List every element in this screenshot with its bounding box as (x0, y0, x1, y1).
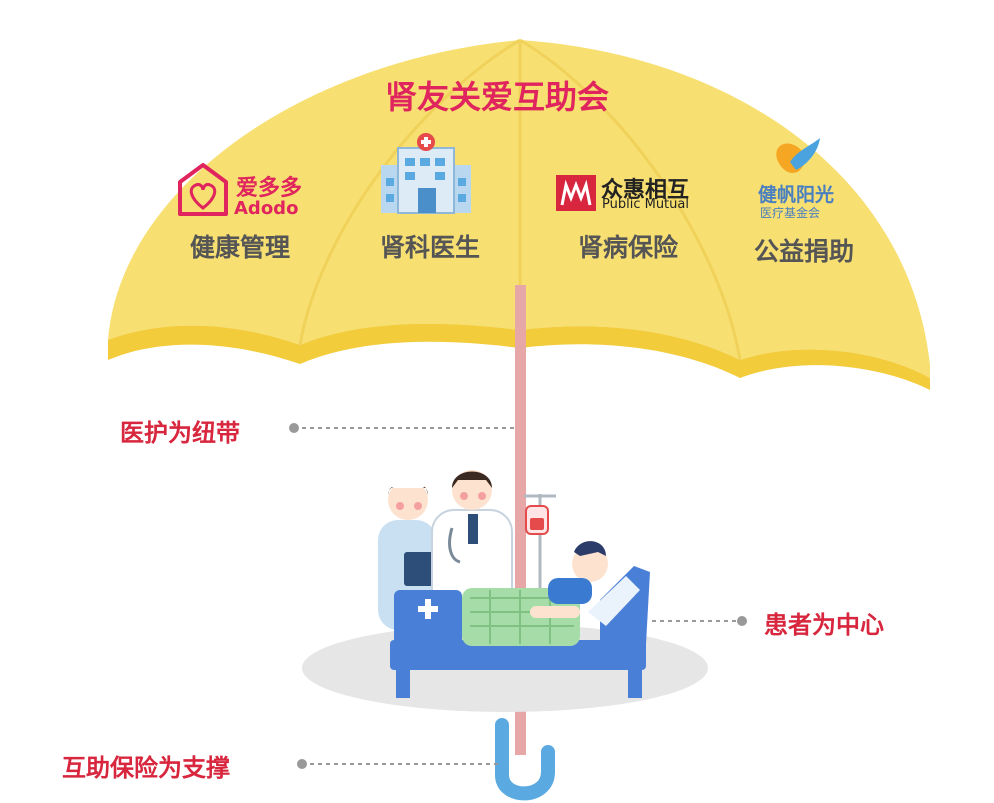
jianfan-logo-sub: 医疗基金会 (760, 206, 821, 220)
umbrella-shaft (515, 285, 526, 755)
connector-lines (294, 427, 740, 765)
hospital-bed (390, 566, 650, 698)
label-patient-center: 患者为中心 (764, 611, 884, 639)
iv-stand (524, 494, 556, 600)
umbrella-canopy (108, 38, 930, 390)
adodo-logo-sub: Adodo (234, 198, 299, 219)
label-insurance-support: 互助保险为支撑 (62, 754, 230, 782)
jianfan-logo-text: 健帆阳光 (758, 184, 835, 206)
public-mutual-logo-sub: Public Mutual (602, 197, 689, 212)
label-medical-link: 医护为纽带 (120, 419, 240, 447)
adodo-logo-text: 爱多多 (236, 176, 303, 201)
pillar-label-doctor: 肾科医生 (379, 233, 480, 262)
connector-dot-medical (289, 423, 299, 433)
jianfan-logo (776, 138, 820, 173)
public-mutual-logo (556, 175, 596, 211)
connector-dot-patient (737, 616, 747, 626)
pillar-label-insurance: 肾病保险 (577, 233, 678, 262)
hospital-icon (381, 133, 471, 214)
pillar-label-charity: 公益捐助 (753, 237, 854, 266)
connector-dot-insurance (297, 759, 307, 769)
public-mutual-logo-text: 众惠相互 (601, 178, 690, 203)
page-title: 肾友关爱互助会 (384, 78, 609, 116)
patient-figure (530, 541, 608, 618)
pillar-label-health: 健康管理 (189, 233, 290, 262)
heart-house-icon (178, 163, 228, 216)
umbrella-handle (495, 718, 555, 801)
